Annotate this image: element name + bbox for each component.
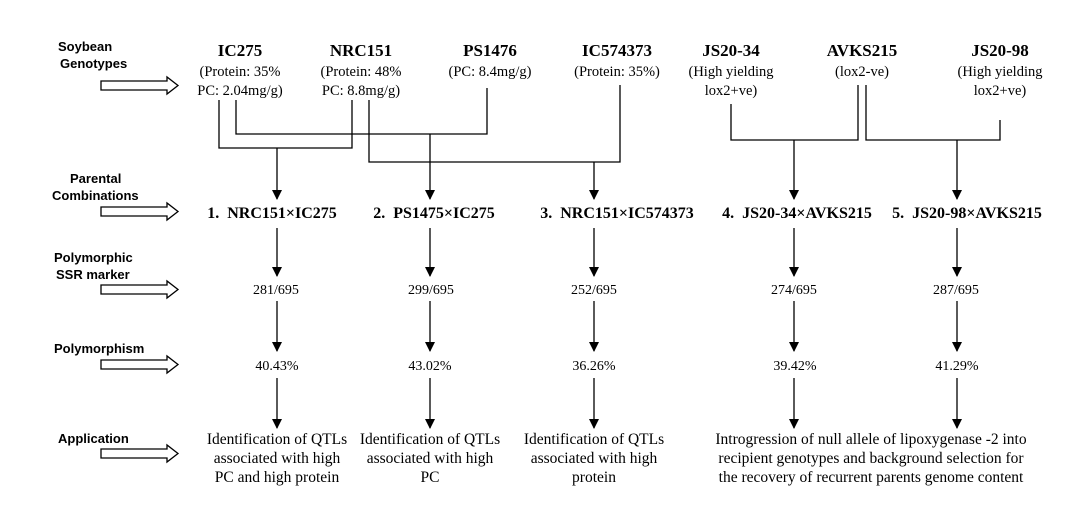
connector-line — [865, 85, 1001, 141]
application-2: Identification of QTLs associated with h… — [360, 431, 500, 486]
combination-2: 2. PS1475×IC275 — [373, 205, 495, 222]
application-text: Identification of QTLs — [207, 431, 347, 448]
genotype-info: (High yielding — [689, 64, 774, 80]
application-arrows — [272, 378, 962, 429]
row-label-genotypes-line1: Soybean — [58, 39, 112, 54]
row-label-genotypes-line2: Genotypes — [60, 56, 127, 71]
application-text: PC and high protein — [215, 469, 340, 486]
application-text: associated with high — [531, 450, 658, 467]
ssr-value: 274/695 — [771, 283, 817, 298]
polymorphism-row: 40.43% 43.02% 36.26% 39.42% 41.29% — [255, 359, 979, 374]
connector-line — [235, 88, 488, 135]
application-text: PC — [421, 469, 440, 486]
application-3: Identification of QTLs associated with h… — [524, 431, 664, 486]
polymorphism-value: 40.43% — [255, 359, 299, 374]
row-label-genotypes: Soybean Genotypes — [58, 39, 127, 71]
row-label-application: Application — [58, 431, 129, 446]
genotype-name: IC275 — [218, 41, 262, 60]
application-text: Introgression of null allele of lipoxyge… — [715, 431, 1026, 448]
ssr-value: 287/695 — [933, 283, 979, 298]
genotype-js20-34: JS20-34 (High yielding lox2+ve) — [689, 41, 774, 99]
genotype-ps1476: PS1476 (PC: 8.4mg/g) — [449, 41, 532, 80]
genotype-name: NRC151 — [330, 41, 392, 60]
hollow-arrow-icon — [100, 354, 180, 375]
combination-1: 1. NRC151×IC275 — [207, 205, 337, 222]
genotype-ic275: IC275 (Protein: 35% PC: 2.04mg/g) — [197, 41, 283, 99]
polymorphism-value: 36.26% — [572, 359, 616, 374]
genotype-info: (High yielding — [958, 64, 1043, 80]
genotype-name: PS1476 — [463, 41, 517, 60]
genotype-name: JS20-98 — [971, 41, 1029, 60]
application-text: associated with high — [367, 450, 494, 467]
ssr-row: 281/695 299/695 252/695 274/695 287/695 — [253, 283, 979, 298]
combination-3: 3. NRC151×IC574373 — [540, 205, 694, 222]
application-4: Introgression of null allele of lipoxyge… — [715, 431, 1026, 486]
genotype-avks215: AVKS215 (lox2-ve) — [827, 41, 898, 80]
row-label-marker: Polymorphic SSR marker — [54, 250, 133, 282]
ssr-value: 252/695 — [571, 283, 617, 298]
connector-line — [368, 85, 621, 163]
combination-5: 5. JS20-98×AVKS215 — [892, 205, 1042, 222]
row-label-combinations-line1: Parental — [70, 171, 121, 186]
hollow-arrow-icon — [100, 443, 180, 464]
ssr-value: 299/695 — [408, 283, 454, 298]
row-label-marker-line2: SSR marker — [56, 267, 130, 282]
genotype-info: lox2+ve) — [705, 83, 758, 99]
application-1: Identification of QTLs associated with h… — [207, 431, 347, 486]
application-text: Identification of QTLs — [360, 431, 500, 448]
combinations-row: 1. NRC151×IC275 2. PS1475×IC275 3. NRC15… — [207, 205, 1042, 222]
connector-line — [218, 100, 353, 149]
polymorphism-value: 43.02% — [408, 359, 452, 374]
row-label-combinations: Parental Combinations — [52, 171, 139, 203]
genotype-info: lox2+ve) — [974, 83, 1027, 99]
genotype-info: PC: 8.8mg/g) — [322, 83, 400, 99]
genotype-info: (lox2-ve) — [835, 64, 889, 80]
genotype-info: (Protein: 35%) — [574, 64, 660, 80]
application-text: recipient genotypes and background selec… — [718, 450, 1024, 467]
hollow-arrow-icon — [100, 75, 180, 96]
ssr-arrows — [272, 228, 962, 277]
application-text: associated with high — [214, 450, 341, 467]
polymorphism-value: 39.42% — [773, 359, 817, 374]
genotype-info: PC: 2.04mg/g) — [197, 83, 283, 99]
genotype-info: (Protein: 35% — [200, 64, 281, 80]
application-text: the recovery of recurrent parents genome… — [719, 469, 1024, 486]
genotype-name: IC574373 — [582, 41, 652, 60]
genotype-ic574373: IC574373 (Protein: 35%) — [574, 41, 660, 80]
genotype-info: (Protein: 48% — [321, 64, 402, 80]
application-text: Identification of QTLs — [524, 431, 664, 448]
row-label-polymorphism: Polymorphism — [54, 341, 144, 356]
application-text: protein — [572, 469, 616, 486]
polymorphism-arrows — [272, 301, 962, 352]
genotype-name: JS20-34 — [702, 41, 760, 60]
genotype-js20-98: JS20-98 (High yielding lox2+ve) — [958, 41, 1043, 99]
hollow-arrow-icon — [100, 279, 180, 300]
polymorphism-value: 41.29% — [935, 359, 979, 374]
row-label-marker-line1: Polymorphic — [54, 250, 133, 265]
hollow-arrow-icon — [100, 201, 180, 222]
combination-arrows — [272, 134, 962, 200]
genotype-info: (PC: 8.4mg/g) — [449, 64, 532, 80]
ssr-value: 281/695 — [253, 283, 299, 298]
crossing-connectors — [218, 85, 1001, 163]
combination-4: 4. JS20-34×AVKS215 — [722, 205, 872, 222]
genotype-nrc151: NRC151 (Protein: 48% PC: 8.8mg/g) — [321, 41, 402, 99]
row-label-combinations-line2: Combinations — [52, 188, 139, 203]
genotype-name: AVKS215 — [827, 41, 898, 60]
